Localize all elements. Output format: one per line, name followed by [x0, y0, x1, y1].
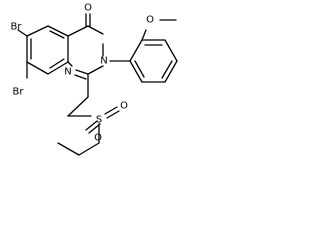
atom-label-o-sulfonyl-right: O — [120, 101, 128, 112]
atom-label-br-top: Br — [11, 22, 23, 33]
bond — [47, 61, 69, 75]
sulfonyl-bond — [106, 110, 120, 119]
sulfonyl-bond — [85, 120, 98, 131]
double-bond — [74, 74, 87, 80]
bond — [67, 96, 89, 117]
structure-canvas: Br Br O O N N S O O — [0, 0, 202, 185]
double-bond — [49, 58, 65, 69]
sulfonyl-chain — [57, 73, 120, 156]
pyrimidinone-ring — [67, 13, 104, 80]
atom-label-n-imine: N — [64, 67, 71, 78]
methoxyphenyl-ring — [109, 19, 178, 83]
bond — [57, 142, 80, 156]
double-bond — [161, 60, 173, 79]
sulfonyl-bond — [88, 123, 101, 134]
benzo-ring — [26, 25, 69, 75]
bond — [164, 39, 178, 62]
atom-label-n-amide: N — [100, 56, 107, 67]
atom-label-br-bottom: Br — [13, 87, 25, 98]
molecule-drawing: Br Br O O N N S O O — [11, 3, 178, 156]
bond — [87, 25, 104, 35]
double-bond — [134, 60, 145, 78]
double-bond — [49, 30, 65, 39]
bond — [129, 39, 143, 62]
atom-label-s: S — [96, 115, 102, 126]
bond — [141, 29, 147, 41]
bond — [67, 25, 89, 37]
bond — [26, 61, 49, 75]
sulfonyl-bond — [104, 106, 118, 115]
bond — [129, 60, 143, 83]
atom-label-o-carbonyl: O — [84, 3, 92, 14]
bond — [87, 65, 104, 75]
bond — [26, 25, 49, 37]
bond — [78, 142, 100, 156]
atom-label-o-methoxy: O — [146, 15, 154, 26]
bond — [75, 69, 89, 75]
bond — [67, 61, 73, 67]
bond — [47, 25, 69, 37]
atom-label-o-sulfonyl-left: O — [94, 133, 102, 144]
bond — [164, 60, 178, 83]
bond — [17, 29, 28, 37]
